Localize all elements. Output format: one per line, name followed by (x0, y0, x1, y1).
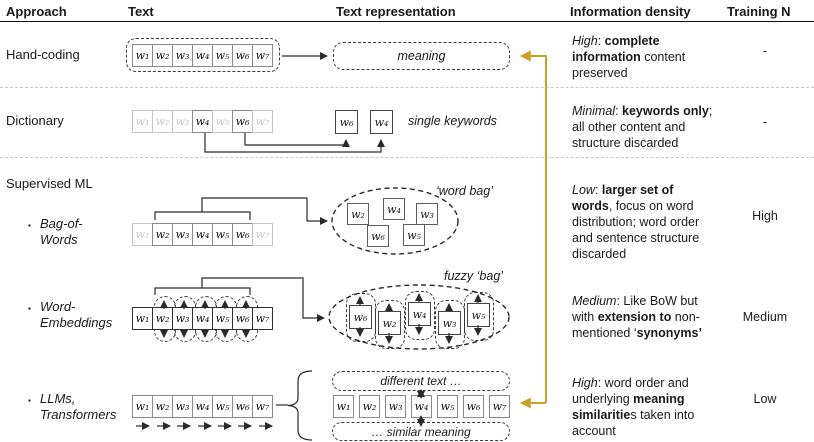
word-cell: w₃ (172, 223, 193, 246)
word-cell: w₅ (212, 307, 233, 330)
word-cell: w₃ (172, 110, 193, 133)
word-cell: w₄ (192, 223, 213, 246)
word-cell: w₁ (132, 110, 153, 133)
similar-meaning-box: … similar meaning (332, 422, 510, 441)
word-cell: w₂ (152, 223, 173, 246)
header-rule (0, 21, 814, 22)
column-header-approach: Approach (6, 4, 67, 19)
word-cell: w₆ (232, 395, 253, 418)
word-cell: w₁ (132, 395, 153, 418)
word-cell: w₁ (132, 223, 153, 246)
hand-coding-text-container (126, 38, 280, 72)
bag-word-cell: w₆ (349, 305, 372, 329)
bag-word-cell: w₄ (383, 198, 405, 220)
training-word-embeddings: Medium (742, 310, 788, 324)
word-cell: w₅ (212, 44, 233, 67)
density-hand-coding: High: complete information content prese… (572, 34, 686, 80)
column-header-training-n: Training N (727, 4, 791, 19)
density-word-embeddings: Medium: Like BoW but with extension to n… (572, 294, 702, 340)
word-cell: w₁ (132, 307, 153, 330)
training-dictionary: - (762, 115, 768, 129)
row-label-hand-coding: Hand-coding (6, 47, 80, 62)
density-bag-of-words: Low: larger set of words, focus on word … (572, 183, 700, 261)
fuzzy-bag-label: fuzzy ‘bag’ (444, 269, 504, 283)
extracted-keyword-cell: w₆ (335, 110, 358, 134)
single-keywords-label: single keywords (408, 114, 497, 128)
bag-word-cell: w₃ (438, 311, 461, 335)
word-cell: w₃ (172, 395, 193, 418)
column-header-information-density: Information density (570, 4, 691, 19)
row-label-bag-of-words: Bag-of- Words (40, 216, 83, 247)
training-llms: Low (753, 392, 777, 406)
row-label-llms-transformers: LLMs, Transformers (40, 391, 117, 422)
word-cell: w₆ (463, 395, 484, 418)
bag-word-cell: w₅ (403, 224, 425, 246)
word-cell: w₄ (411, 395, 432, 418)
word-cell: w₇ (252, 44, 273, 67)
word-cell: w₅ (212, 223, 233, 246)
bag-word-cell: w₂ (378, 311, 401, 335)
word-cell: w₆ (232, 110, 253, 133)
word-cell: w₇ (252, 223, 273, 246)
word-cell: w₂ (152, 110, 173, 133)
column-header-text-representation: Text representation (336, 4, 456, 19)
gold-meaning-connector (519, 50, 547, 409)
word-cell: w₃ (385, 395, 406, 418)
word-cell: w₆ (232, 44, 253, 67)
word-cell: w₂ (152, 395, 173, 418)
word-cell: w₁ (132, 44, 153, 67)
word-cell: w₇ (252, 395, 273, 418)
word-cell: w₄ (192, 307, 213, 330)
bag-word-cell: w₂ (347, 203, 369, 225)
row-label-word-embeddings: Word- Embeddings (40, 299, 113, 330)
word-cell: w₄ (192, 44, 213, 67)
bag-word-cell: w₄ (408, 302, 431, 326)
row-separator (0, 87, 814, 88)
word-cell: w₃ (172, 44, 193, 67)
word-cell: w₂ (152, 307, 173, 330)
word-cell: w₅ (437, 395, 458, 418)
word-cell: w₇ (252, 110, 273, 133)
word-cell: w₃ (172, 307, 193, 330)
bullet-icon: ▪ (28, 396, 31, 405)
section-label-supervised-ml: Supervised ML (6, 176, 93, 191)
word-cell: w₅ (212, 395, 233, 418)
density-llms: High: word order and underlying meaning … (572, 376, 695, 438)
word-cell: w₁ (333, 395, 354, 418)
bullet-icon: ▪ (28, 304, 31, 313)
meaning-box: meaning (333, 42, 510, 70)
word-cell: w₂ (152, 44, 173, 67)
word-cell: w₆ (232, 223, 253, 246)
word-cell: w₇ (252, 307, 273, 330)
row-separator (0, 157, 814, 158)
extracted-keyword-cell: w₄ (370, 110, 393, 134)
density-dictionary: Minimal: keywords only; all other conten… (572, 104, 713, 150)
word-cell: w₇ (489, 395, 510, 418)
row-label-dictionary: Dictionary (6, 113, 64, 128)
bag-word-cell: w₆ (367, 225, 389, 247)
word-cell: w₄ (192, 110, 213, 133)
different-text-box: different text … (332, 371, 510, 391)
bag-word-cell: w₃ (416, 203, 438, 225)
column-header-text: Text (128, 4, 154, 19)
bullet-icon: ▪ (28, 221, 31, 230)
word-cell: w₅ (212, 110, 233, 133)
word-cell: w₂ (359, 395, 380, 418)
training-bag-of-words: High (752, 209, 778, 223)
word-cell: w₆ (232, 307, 253, 330)
bag-word-cell: w₅ (467, 303, 490, 327)
word-cell: w₄ (192, 395, 213, 418)
word-bag-label: ‘word bag’ (436, 184, 493, 198)
training-hand-coding: - (762, 44, 768, 58)
